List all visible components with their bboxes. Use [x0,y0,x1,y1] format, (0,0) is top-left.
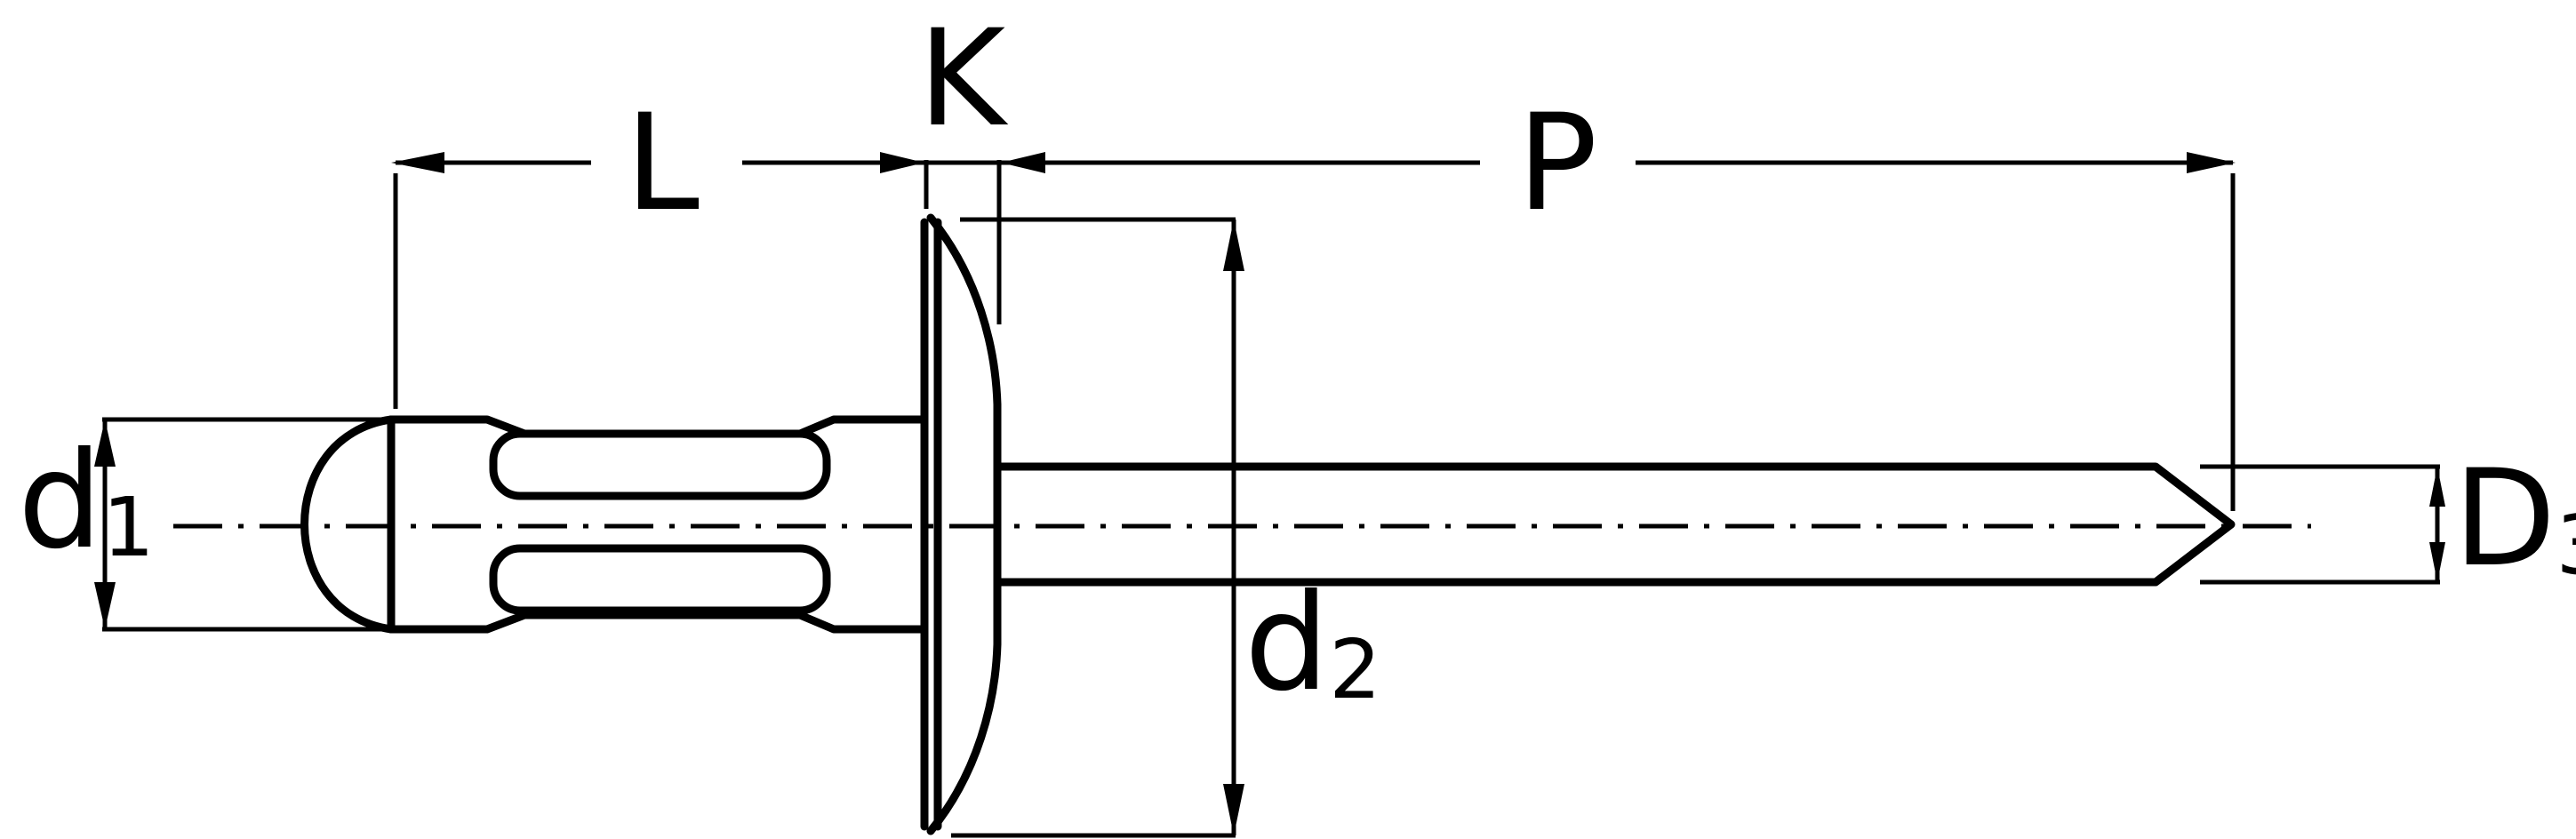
label-d1: d1 [18,424,155,579]
arrow-K-right [1001,152,1045,173]
dimension-lines [102,160,2440,835]
arrow-L-left [391,152,444,173]
arrow-L-right [880,152,924,173]
rivet-slot-lower [489,544,831,615]
rivet-tail-end [300,415,396,634]
arrow-P-right [2187,152,2236,173]
label-K: K [918,2,1009,156]
arrow-heads [94,152,2445,835]
label-P: P [1517,86,1597,241]
mandrel [993,462,2236,587]
arrow-d1-bottom [94,582,116,629]
label-d2: d2 [1244,566,1381,721]
arrow-D3-bottom [2429,542,2445,582]
extension-lines [102,160,2440,838]
rivet-slot-upper [489,429,831,500]
arrow-d1-top [94,420,116,467]
label-L: L [625,86,700,241]
arrow-D3-top [2429,467,2445,507]
rivet-body-bottom-edge [387,611,929,634]
rivet-body [300,415,929,634]
arrow-d2-top [1223,220,1244,271]
rivet-flange-head [920,213,1002,835]
label-D3: D3 [2453,442,2576,596]
arrow-d2-bottom [1223,784,1244,835]
